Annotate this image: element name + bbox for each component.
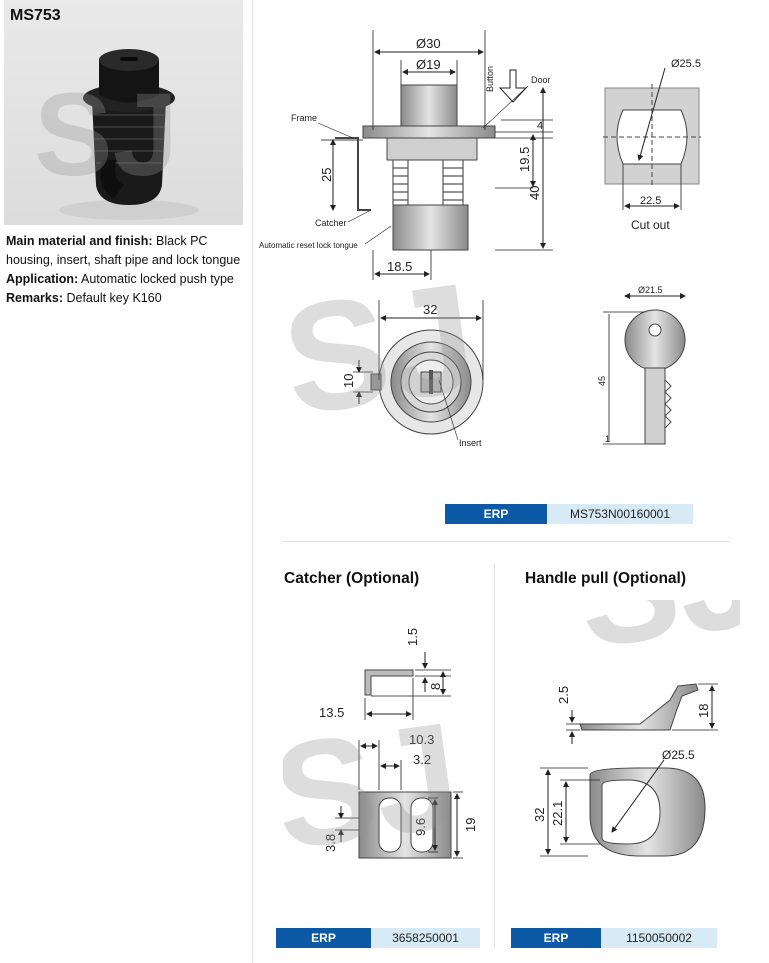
side-view — [317, 30, 553, 280]
label-catcher: Catcher — [315, 218, 347, 228]
dim-handle-22-1: 22.1 — [550, 801, 565, 826]
erp-main-label: ERP — [445, 504, 547, 524]
erp-catcher-value: 3658250001 — [371, 928, 480, 948]
dim-handle-32: 32 — [532, 808, 547, 822]
dim-32: 32 — [423, 302, 437, 317]
dim-catcher-8: 8 — [428, 683, 443, 690]
label-cut-out: Cut out — [631, 218, 670, 232]
erp-handle-label: ERP — [511, 928, 601, 948]
erp-catcher-label: ERP — [276, 928, 371, 948]
dim-catcher-3-8: 3.8 — [323, 834, 338, 852]
spec-material: Main material and finish: Black PC housi… — [6, 234, 241, 267]
dim-catcher-9-6: 9.6 — [413, 818, 428, 836]
product-code: MS753 — [10, 7, 61, 24]
watermark-handle: SJ — [567, 600, 740, 680]
optional-divider — [494, 564, 495, 949]
erp-main-value: MS753N00160001 — [547, 504, 693, 524]
dim-18-5: 18.5 — [387, 259, 412, 274]
dim-catcher-13-5: 13.5 — [319, 705, 344, 720]
dim-d21-5: Ø21.5 — [638, 285, 663, 295]
dim-22-5: 22.5 — [640, 195, 661, 207]
cutout-view — [603, 67, 701, 210]
label-frame: Frame — [291, 113, 317, 123]
dim-cutout-d25-5: Ø25.5 — [671, 58, 701, 70]
erp-catcher: ERP 3658250001 — [276, 928, 480, 948]
label-insert: Insert — [459, 438, 482, 448]
dim-40: 40 — [527, 186, 542, 200]
dim-25: 25 — [319, 168, 334, 182]
dim-catcher-19: 19 — [463, 818, 478, 832]
erp-main: ERP MS753N00160001 — [445, 504, 693, 524]
label-button: Button — [485, 66, 495, 92]
handle-pull-drawing: 2.5 18 Ø25.5 32 22.1 SJ — [532, 600, 740, 857]
label-auto-reset: Automatic reset lock tongue — [259, 241, 358, 250]
front-view — [353, 300, 484, 441]
dim-handle-d25-5: Ø25.5 — [662, 748, 695, 762]
lock-photo-illustration: SJ — [34, 49, 199, 220]
spec-application: Application: Automatic locked push type — [6, 272, 234, 286]
product-photo: SJ — [4, 0, 243, 225]
dim-45: 45 — [597, 376, 607, 386]
dim-handle-2-5: 2.5 — [556, 686, 571, 704]
dim-catcher-10-3: 10.3 — [409, 732, 434, 747]
dim-handle-18: 18 — [696, 704, 711, 718]
spec-remarks: Remarks: Default key K160 — [6, 291, 162, 305]
watermark-main: SJ — [274, 250, 486, 448]
section-divider — [283, 541, 730, 542]
dim-d30: Ø30 — [416, 36, 441, 51]
catcher-drawing: 1.5 8 13.5 10.3 3.2 3.8 9.6 19 SJ — [283, 628, 478, 882]
dim-10: 10 — [341, 374, 356, 388]
erp-handle-pull: ERP 1150050002 — [511, 928, 717, 948]
erp-handle-value: 1150050002 — [601, 928, 717, 948]
dim-4: 4 — [537, 120, 543, 132]
label-door: Door — [531, 75, 551, 85]
dim-catcher-3-2: 3.2 — [413, 752, 431, 767]
dim-1: 1 — [605, 434, 610, 444]
dim-19-5: 19.5 — [517, 147, 532, 172]
catcher-title: Catcher (Optional) — [284, 570, 420, 587]
main-technical-drawing: Frame Catcher Automatic reset lock tongu… — [259, 30, 701, 448]
dim-d19: Ø19 — [416, 57, 441, 72]
watermark-photo: SJ — [34, 69, 178, 201]
handle-pull-title: Handle pull (Optional) — [525, 570, 687, 587]
key-drawing — [603, 293, 686, 445]
dim-catcher-1-5: 1.5 — [405, 628, 420, 646]
product-description: Main material and finish: Black PC housi… — [6, 232, 246, 308]
column-divider — [252, 0, 253, 963]
watermark-catcher: SJ — [283, 690, 469, 882]
